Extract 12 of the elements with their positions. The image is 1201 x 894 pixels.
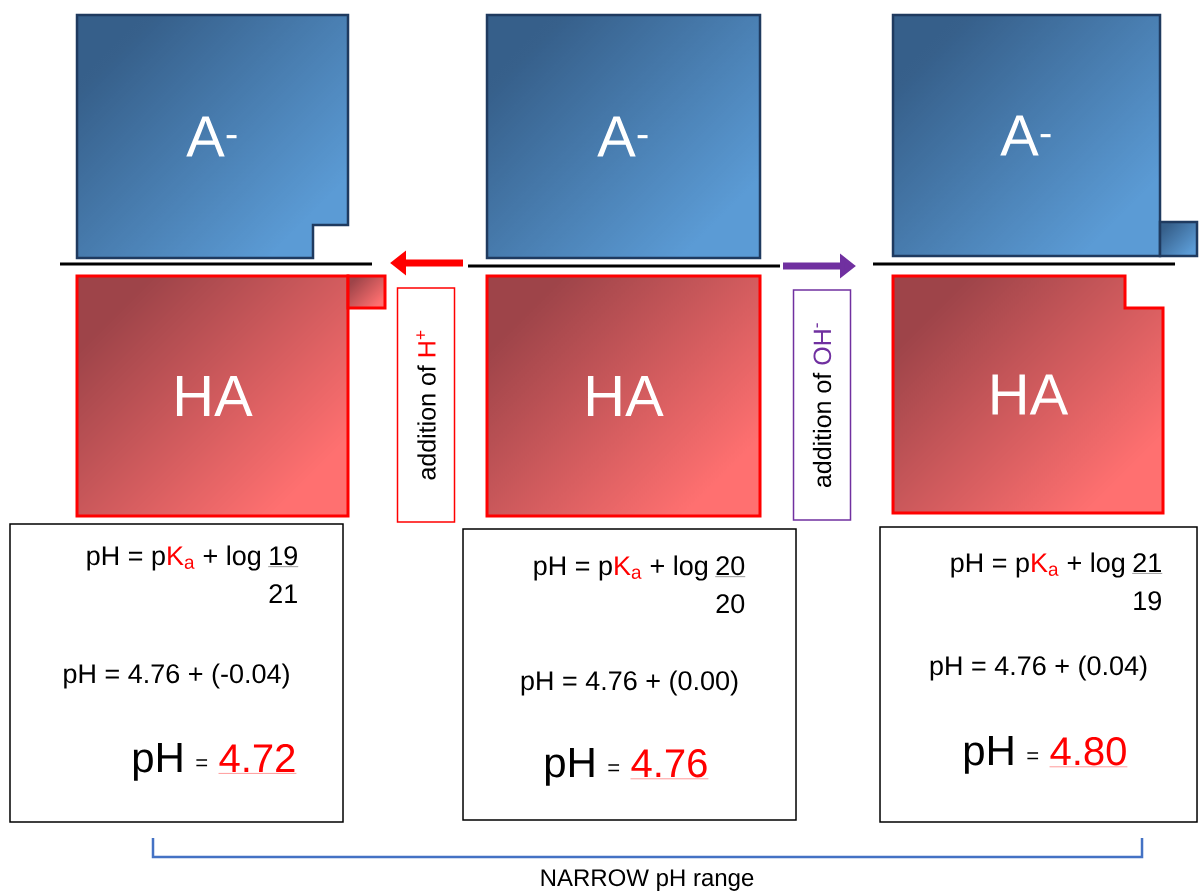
- range-label: NARROW pH range: [541, 869, 754, 891]
- acid-box: HA: [75, 274, 387, 518]
- label-box: addition of OH$^{-}$: [792, 289, 852, 521]
- acid-box: HA: [891, 274, 1165, 515]
- conjugate-base-box: A$^{-}$: [75, 13, 350, 260]
- formula-box: pH = pK$_{a}$ + log 20 20 pH = 4.76 + (0.00) pH = 4.76: [462, 528, 797, 821]
- acid-box: HA: [485, 274, 762, 518]
- formula-box: pH = pK$_{a}$ + log 19 21 pH = 4.76 + (-0.04) pH = 4.72: [9, 523, 344, 823]
- label-box: addition of H$^{+}$: [396, 287, 456, 523]
- formula-box: pH = pK$_{a}$ + log 21 19 pH = 4.76 + (0.04) pH = 4.80: [879, 526, 1198, 823]
- conjugate-base-box: A$^{-}$: [485, 13, 762, 260]
- conjugate-base-box: A$^{-}$: [891, 13, 1199, 258]
